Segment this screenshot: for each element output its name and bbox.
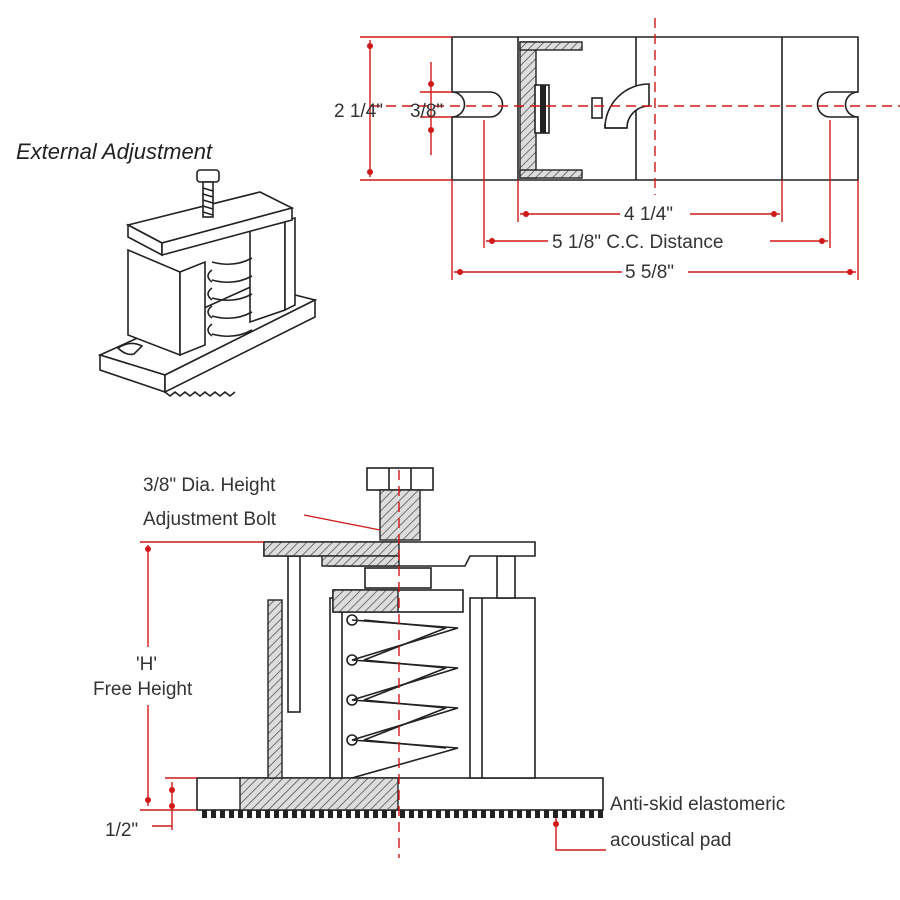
- pad-tooth: [202, 810, 207, 818]
- pad-tooth: [319, 810, 324, 818]
- pad-tooth: [274, 810, 279, 818]
- bolt-label-line2: Adjustment Bolt: [143, 509, 277, 530]
- coil-spring: [346, 614, 459, 779]
- isometric-mount: [97, 169, 318, 398]
- pad-label-line1: Anti-skid elastomeric: [610, 794, 785, 815]
- pad-tooth: [526, 810, 531, 818]
- pad-tooth: [508, 810, 513, 818]
- bolt-label-line1: 3/8" Dia. Height: [143, 475, 276, 496]
- pad-tooth: [562, 810, 567, 818]
- section-view: [196, 467, 604, 858]
- dim-slot-label: 3/8": [410, 101, 443, 122]
- pad-tooth: [427, 810, 432, 818]
- pad-tooth: [490, 810, 495, 818]
- pad-tooth: [382, 810, 387, 818]
- pad-tooth: [445, 810, 450, 818]
- pad-tooth: [220, 810, 225, 818]
- plan-dimensions: [360, 18, 900, 280]
- free-height-label-line2: Free Height: [93, 679, 193, 700]
- pad-tooth: [436, 810, 441, 818]
- acoustical-pad: [202, 810, 603, 818]
- pad-tooth: [265, 810, 270, 818]
- pad-tooth: [373, 810, 378, 818]
- pad-tooth: [553, 810, 558, 818]
- pad-tooth: [454, 810, 459, 818]
- pad-tooth: [463, 810, 468, 818]
- dim-inner-label: 4 1/4": [624, 204, 673, 225]
- pad-tooth: [328, 810, 333, 818]
- external-adjustment-title: External Adjustment: [16, 139, 213, 164]
- pad-height-label: 1/2": [105, 820, 138, 841]
- pad-tooth: [400, 810, 405, 818]
- pad-tooth: [418, 810, 423, 818]
- adjustment-bolt: [366, 467, 434, 541]
- pad-tooth: [211, 810, 216, 818]
- pad-tooth: [247, 810, 252, 818]
- pad-tooth: [544, 810, 549, 818]
- free-height-label-line1: 'H': [136, 654, 157, 675]
- pad-tooth: [283, 810, 288, 818]
- pad-tooth: [337, 810, 342, 818]
- pad-tooth: [598, 810, 603, 818]
- pad-tooth: [391, 810, 396, 818]
- pad-tooth: [580, 810, 585, 818]
- section-dimensions: [140, 514, 606, 851]
- pad-tooth: [481, 810, 486, 818]
- pad-tooth: [535, 810, 540, 818]
- dim-height-label: 2 1/4": [334, 101, 383, 122]
- pad-tooth: [409, 810, 414, 818]
- pad-tooth: [472, 810, 477, 818]
- pad-tooth: [346, 810, 351, 818]
- dim-cc-label: 5 1/8" C.C. Distance: [552, 232, 723, 253]
- pad-tooth: [301, 810, 306, 818]
- dim-overall-label: 5 5/8": [625, 262, 674, 283]
- pad-label-line2: acoustical pad: [610, 830, 731, 851]
- pad-tooth: [499, 810, 504, 818]
- pad-tooth: [517, 810, 522, 818]
- pad-tooth: [571, 810, 576, 818]
- pad-tooth: [364, 810, 369, 818]
- pad-tooth: [589, 810, 594, 818]
- pad-tooth: [310, 810, 315, 818]
- pad-tooth: [256, 810, 261, 818]
- iso-spring: [207, 257, 253, 338]
- pad-tooth: [292, 810, 297, 818]
- pad-tooth: [229, 810, 234, 818]
- iso-bolt: [196, 169, 220, 218]
- pad-tooth: [238, 810, 243, 818]
- pad-tooth: [355, 810, 360, 818]
